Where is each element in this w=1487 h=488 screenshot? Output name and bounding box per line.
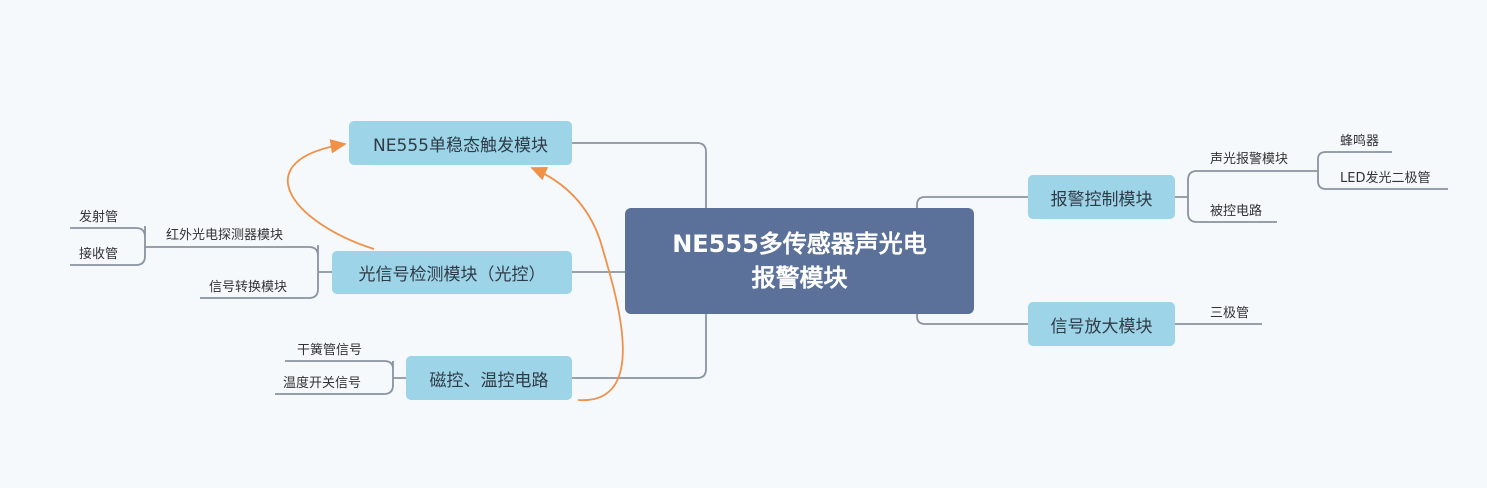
leaf-controlled-circuit[interactable]: 被控电路 [1210, 204, 1263, 219]
leaf-temperature-switch-signal[interactable]: 温度开关信号 [283, 376, 362, 391]
connector-infrared-children [70, 226, 160, 266]
branch-light-detection[interactable]: 光信号检测模块（光控） [332, 251, 572, 294]
leaf-infrared-detector[interactable]: 红外光电探测器模块 [166, 228, 284, 243]
branch-alarm-control[interactable]: 报警控制模块 [1028, 175, 1175, 219]
connector-soundlight-children [1317, 151, 1448, 190]
relationship-arrow-light-to-trigger [286, 139, 375, 250]
root-topic-line1: NE555多传感器声光电 [672, 230, 927, 258]
leaf-signal-conversion[interactable]: 信号转换模块 [209, 280, 288, 295]
branch-alarm-label: 报警控制模块 [1050, 189, 1153, 210]
relationship-arrows [286, 139, 624, 401]
branch-signal-amplifier[interactable]: 信号放大模块 [1028, 302, 1175, 346]
connector-alarm-children [1175, 170, 1318, 223]
leaf-transistor[interactable]: 三极管 [1210, 306, 1250, 321]
root-topic-line2: 报警模块 [751, 264, 848, 292]
leaf-emitter-tube[interactable]: 发射管 [79, 210, 119, 225]
leaf-reed-switch-signal[interactable]: 干簧管信号 [297, 343, 363, 358]
leaf-receiver-tube[interactable]: 接收管 [79, 247, 119, 262]
branch-light-label: 光信号检测模块（光控） [358, 265, 546, 285]
connector-root-trigger [572, 142, 707, 208]
branch-amplifier-label: 信号放大模块 [1050, 316, 1153, 337]
connector-root-amplifier [916, 313, 1028, 325]
branch-magnetic-label: 磁控、温控电路 [429, 370, 549, 391]
connector-root-alarm [916, 196, 1028, 208]
branch-trigger-label: NE555单稳态触发模块 [373, 135, 548, 156]
connector-lines [70, 142, 1448, 395]
leaf-sound-light-alarm[interactable]: 声光报警模块 [1210, 152, 1289, 167]
connector-magnetic-children [275, 360, 406, 395]
leaf-buzzer[interactable]: 蜂鸣器 [1340, 134, 1380, 149]
relationship-arrow-magnetic-to-trigger [530, 167, 624, 401]
branch-magnetic-temperature[interactable]: 磁控、温控电路 [406, 356, 572, 400]
connector-light-children [160, 245, 332, 299]
connector-root-magnetic [572, 313, 707, 379]
leaf-led[interactable]: LED发光二极管 [1340, 171, 1431, 186]
branch-trigger-module[interactable]: NE555单稳态触发模块 [349, 121, 572, 165]
root-topic[interactable]: NE555多传感器声光电 报警模块 [625, 208, 974, 314]
